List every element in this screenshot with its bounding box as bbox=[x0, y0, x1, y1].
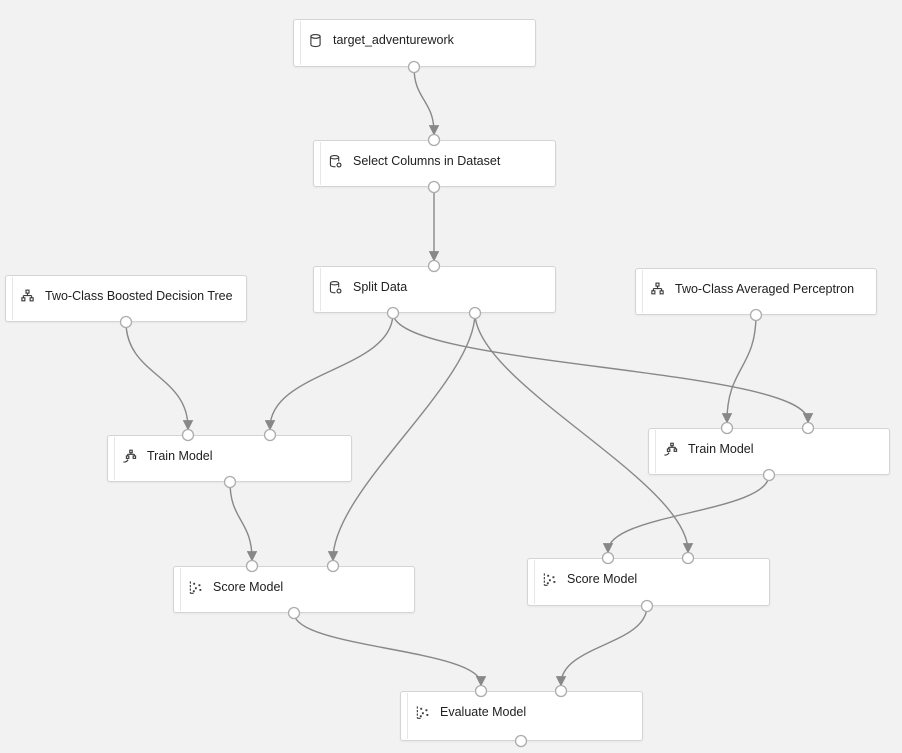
node-label: Split Data bbox=[353, 280, 408, 294]
split-data-output-port-0[interactable] bbox=[386, 306, 400, 320]
database-icon bbox=[308, 33, 323, 48]
pipeline-node-boosted-tree[interactable]: Two-Class Boosted Decision Tree bbox=[5, 275, 247, 322]
edge-split-data-to-train-right[interactable] bbox=[392, 312, 814, 424]
train-left-input-port-1[interactable] bbox=[263, 428, 277, 442]
node-label: Train Model bbox=[688, 442, 754, 456]
train-left-input-port-0[interactable] bbox=[181, 428, 195, 442]
pipeline-node-train-left[interactable]: Train Model bbox=[107, 435, 352, 482]
train-model-icon bbox=[663, 442, 678, 457]
train-right-output-port-0[interactable] bbox=[762, 468, 776, 482]
scatter-chart-icon bbox=[542, 572, 557, 587]
edge-train-left-to-score-left[interactable] bbox=[229, 481, 258, 562]
node-label: Two-Class Averaged Perceptron bbox=[675, 282, 855, 296]
edge-score-left-to-evaluate[interactable] bbox=[293, 612, 487, 687]
pipeline-node-score-left[interactable]: Score Model bbox=[173, 566, 415, 613]
edge-score-right-to-evaluate[interactable] bbox=[555, 605, 648, 687]
score-right-output-port-0[interactable] bbox=[640, 599, 654, 613]
node-label: Train Model bbox=[147, 449, 213, 463]
boosted-tree-output-port-0[interactable] bbox=[119, 315, 133, 329]
dataset-output-port-0[interactable] bbox=[407, 60, 421, 74]
hierarchy-icon bbox=[650, 282, 665, 297]
scatter-chart-icon bbox=[415, 705, 430, 720]
edge-perceptron-to-train-right[interactable] bbox=[721, 314, 757, 424]
edge-split-data-to-score-left[interactable] bbox=[327, 312, 476, 562]
split-data-input-port-0[interactable] bbox=[427, 259, 441, 273]
node-label: Score Model bbox=[567, 572, 638, 586]
train-model-icon bbox=[122, 449, 137, 464]
edge-split-data-to-train-left[interactable] bbox=[264, 312, 394, 431]
evaluate-output-port-0[interactable] bbox=[514, 734, 528, 748]
edge-dataset-to-select-columns[interactable] bbox=[413, 66, 440, 136]
train-left-output-port-0[interactable] bbox=[223, 475, 237, 489]
database-gear-icon bbox=[328, 154, 343, 169]
edge-train-right-to-score-right[interactable] bbox=[602, 474, 770, 554]
score-left-output-port-0[interactable] bbox=[287, 606, 301, 620]
score-right-input-port-1[interactable] bbox=[681, 551, 695, 565]
edge-boosted-tree-to-train-left[interactable] bbox=[125, 321, 194, 431]
node-label: target_adventurework bbox=[333, 33, 454, 47]
evaluate-input-port-1[interactable] bbox=[554, 684, 568, 698]
pipeline-node-split-data[interactable]: Split Data bbox=[313, 266, 556, 313]
perceptron-output-port-0[interactable] bbox=[749, 308, 763, 322]
node-label: Score Model bbox=[213, 580, 284, 594]
edge-split-data-to-score-right[interactable] bbox=[474, 312, 694, 554]
pipeline-node-evaluate[interactable]: Evaluate Model bbox=[400, 691, 643, 741]
node-label: Two-Class Boosted Decision Tree bbox=[45, 289, 233, 303]
evaluate-input-port-0[interactable] bbox=[474, 684, 488, 698]
node-label: Select Columns in Dataset bbox=[353, 154, 501, 168]
select-columns-output-port-0[interactable] bbox=[427, 180, 441, 194]
pipeline-node-train-right[interactable]: Train Model bbox=[648, 428, 890, 475]
score-left-input-port-1[interactable] bbox=[326, 559, 340, 573]
hierarchy-icon bbox=[20, 289, 35, 304]
split-data-output-port-1[interactable] bbox=[468, 306, 482, 320]
pipeline-node-select-columns[interactable]: Select Columns in Dataset bbox=[313, 140, 556, 187]
score-right-input-port-0[interactable] bbox=[601, 551, 615, 565]
train-right-input-port-0[interactable] bbox=[720, 421, 734, 435]
database-gear-icon bbox=[328, 280, 343, 295]
pipeline-node-dataset[interactable]: target_adventurework bbox=[293, 19, 536, 67]
train-right-input-port-1[interactable] bbox=[801, 421, 815, 435]
node-label: Evaluate Model bbox=[440, 705, 527, 719]
score-left-input-port-0[interactable] bbox=[245, 559, 259, 573]
pipeline-node-perceptron[interactable]: Two-Class Averaged Perceptron bbox=[635, 268, 877, 315]
scatter-chart-icon bbox=[188, 580, 203, 595]
pipeline-node-score-right[interactable]: Score Model bbox=[527, 558, 770, 606]
select-columns-input-port-0[interactable] bbox=[427, 133, 441, 147]
